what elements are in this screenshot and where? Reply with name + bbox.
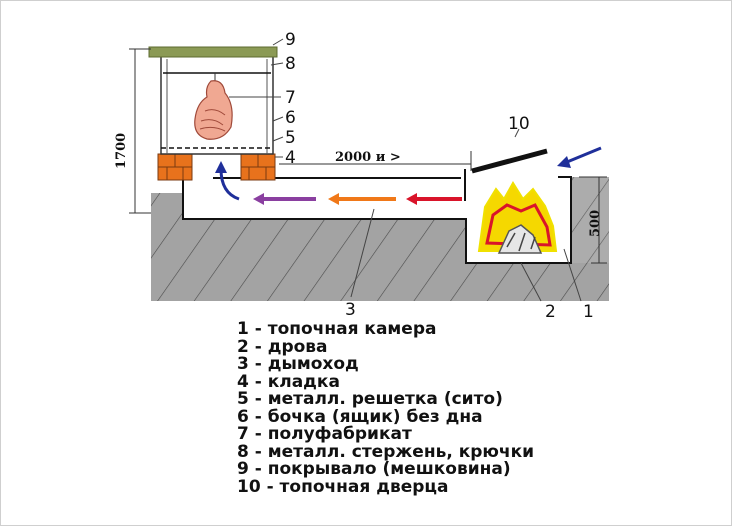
legend-item: 7 - полуфабрикат	[237, 424, 412, 444]
dimension-lines	[129, 48, 607, 264]
legend-item: 4 - кладка	[237, 371, 340, 392]
air-inlet-arrow	[566, 146, 602, 164]
dim-height-label: 1700	[114, 133, 129, 169]
callout-2: 2	[545, 302, 556, 322]
legend-item: 9 - покрывало (мешковина)	[237, 459, 511, 479]
flow-arrow-up	[219, 168, 240, 201]
flow-arrow-head	[253, 193, 264, 205]
legend: 1 - топочная камера 2 - дрова 3 - дымохо…	[237, 319, 535, 497]
legend-item: 8 - металл. стержень, крючки	[237, 441, 535, 462]
flow-arrow-head	[406, 193, 417, 205]
callout-7: 7	[285, 88, 296, 108]
legend-item: 1 - топочная камера	[237, 319, 437, 339]
callout-4: 4	[285, 148, 296, 168]
callout-5: 5	[285, 128, 296, 148]
callout-10: 10	[508, 114, 530, 134]
dim-length-label: 2000 и >	[335, 150, 401, 165]
callout-leaders	[229, 38, 582, 302]
legend-item: 6 - бочка (ящик) без дна	[237, 406, 483, 427]
legend-item: 5 - металл. решетка (сито)	[237, 389, 503, 409]
chimney-channel	[182, 176, 572, 264]
masonry	[157, 153, 276, 181]
callout-1: 1	[583, 302, 594, 322]
flow-arrow-head	[328, 193, 339, 205]
air-inlet-arrow-head	[557, 156, 571, 168]
legend-item: 3 - дымоход	[237, 354, 359, 374]
callout-6: 6	[285, 108, 296, 128]
firebox-door	[471, 148, 548, 174]
dim-depth-label: 500	[588, 210, 603, 237]
callout-3: 3	[345, 300, 356, 320]
legend-item: 10 - топочная дверца	[237, 476, 449, 497]
fire	[477, 181, 558, 254]
cover	[148, 46, 278, 58]
callout-9: 9	[285, 30, 296, 50]
flow-arrow-head	[215, 161, 227, 173]
legend-item: 2 - дрова	[237, 336, 328, 357]
callout-8: 8	[285, 54, 296, 74]
ham-icon	[194, 73, 233, 140]
